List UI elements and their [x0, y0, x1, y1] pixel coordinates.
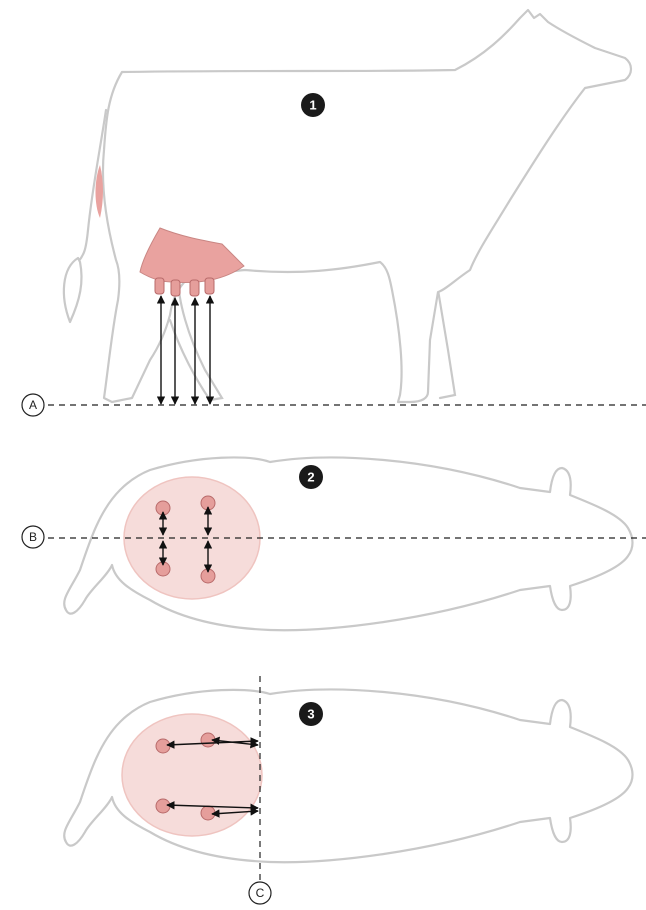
teat-front-left-side: [190, 280, 199, 296]
teat-front-right-top: [201, 806, 215, 820]
teat-rear-left-side: [155, 278, 164, 294]
reference-label-b: B: [29, 530, 37, 544]
teat-rear-right-side: [171, 280, 180, 296]
teat-front-right-side: [205, 278, 214, 294]
tail-switch: [64, 258, 82, 322]
teat-rear-left-top: [156, 739, 170, 753]
view-badge-number: 2: [307, 470, 314, 485]
top-view-length: 3 C: [64, 676, 632, 904]
teat-rear-right-top: [156, 799, 170, 813]
top-view-width: 2 B: [22, 457, 646, 630]
udder-zone-top: [122, 714, 262, 836]
reference-label-c: C: [256, 886, 265, 900]
far-front-leg: [438, 290, 455, 398]
reference-label-a: A: [29, 398, 37, 412]
cow-body-side: [103, 10, 631, 402]
view-badge-number: 1: [309, 98, 316, 113]
side-view: 1 A: [22, 10, 646, 416]
view-badge-number: 3: [307, 707, 314, 722]
